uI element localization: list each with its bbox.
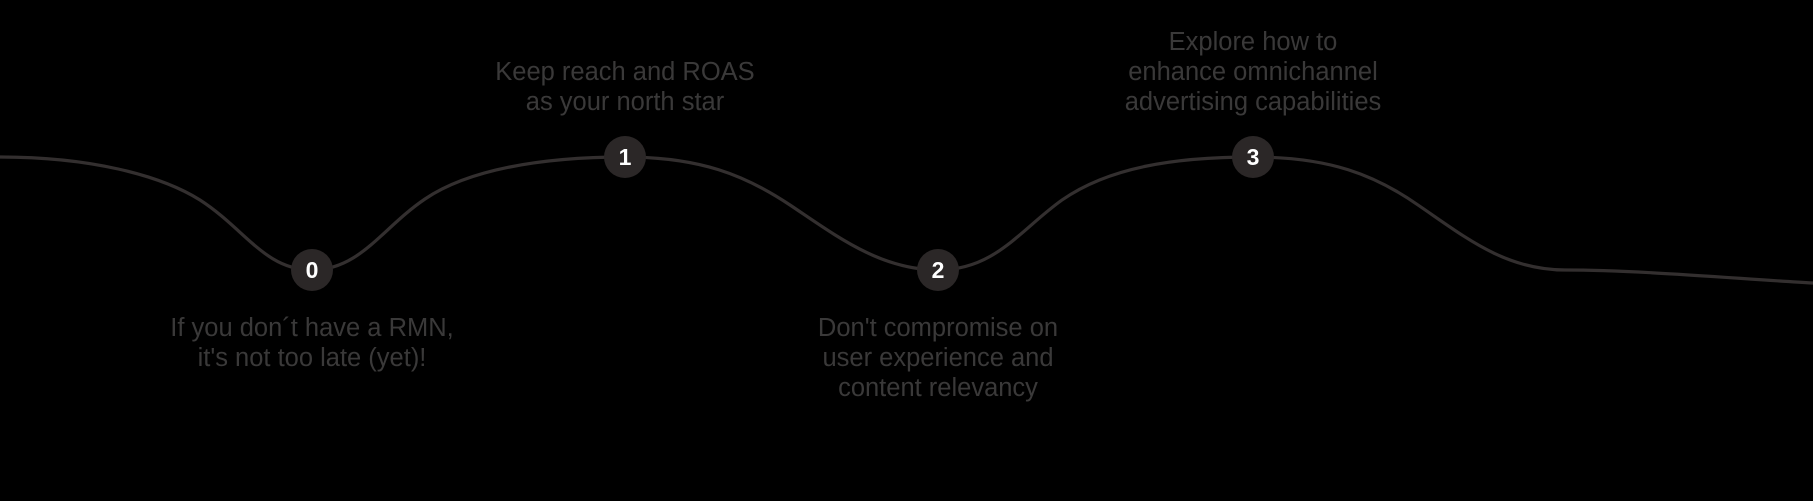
milestone-node-1[interactable]: 1 [604, 136, 646, 178]
milestone-label-3: Explore how to enhance omnichannel adver… [1124, 28, 1382, 116]
milestone-label-2: Don't compromise on user experience and … [817, 314, 1059, 402]
wave-curve-path [0, 155, 1813, 285]
milestone-label-1: Keep reach and ROAS as your north star [495, 58, 755, 116]
milestone-node-2[interactable]: 2 [917, 249, 959, 291]
milestone-label-0: If you don´t have a RMN, it's not too la… [170, 314, 454, 372]
milestone-node-0[interactable]: 0 [291, 249, 333, 291]
milestone-node-3[interactable]: 3 [1232, 136, 1274, 178]
